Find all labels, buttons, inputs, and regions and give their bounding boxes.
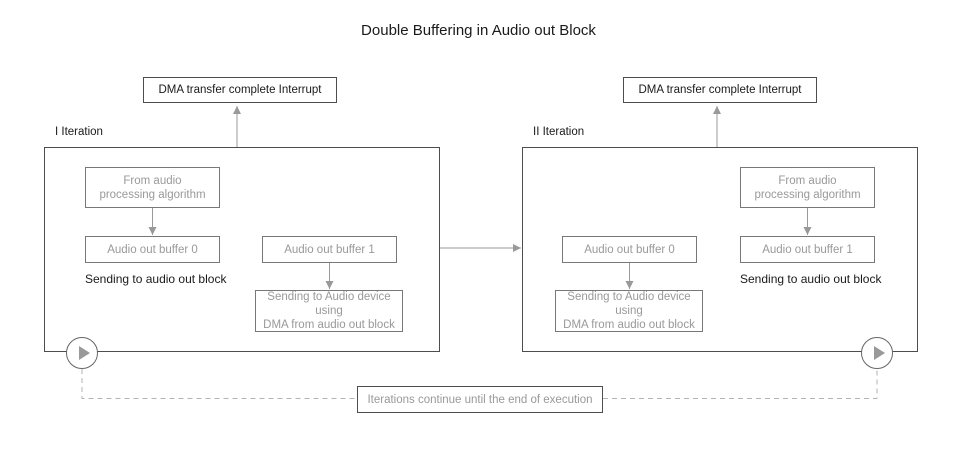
dashed-connector-right	[603, 369, 878, 399]
from-audio-line2-left: processing algorithm	[99, 188, 206, 201]
iteration-box-right	[522, 147, 918, 352]
audio-buffer1-box-left: Audio out buffer 1	[262, 236, 397, 263]
dma-interrupt-box-left: DMA transfer complete Interrupt	[143, 77, 337, 103]
from-audio-line2-right: processing algorithm	[754, 188, 861, 201]
dma-sending-box-left: Sending to Audio device using DMA from a…	[255, 290, 403, 332]
audio-buffer1-box-right: Audio out buffer 1	[740, 236, 875, 263]
from-audio-box-left: From audio processing algorithm	[85, 167, 220, 208]
dma-sending-line1-right: Sending to Audio device using	[567, 291, 691, 317]
audio-buffer0-label-left: Audio out buffer 0	[107, 243, 198, 256]
dma-sending-line2-left: DMA from audio out block	[263, 319, 395, 331]
from-audio-box-right: From audio processing algorithm	[740, 167, 875, 208]
dma-interrupt-box-right: DMA transfer complete Interrupt	[623, 77, 817, 103]
dma-sending-line1-left: Sending to Audio device using	[267, 291, 391, 317]
dma-interrupt-label-right: DMA transfer complete Interrupt	[638, 84, 802, 96]
play-icon	[874, 346, 885, 360]
footer-label: Iterations continue until the end of exe…	[367, 393, 593, 406]
play-circle-left	[66, 337, 98, 369]
diagram-title: Double Buffering in Audio out Block	[361, 22, 596, 39]
dashed-connector-left	[81, 369, 357, 399]
audio-buffer0-box-right: Audio out buffer 0	[562, 236, 697, 263]
iteration-box-left	[44, 147, 440, 352]
play-icon	[79, 346, 90, 360]
play-circle-right	[861, 337, 893, 369]
audio-buffer0-label-right: Audio out buffer 0	[584, 243, 675, 256]
from-audio-line1-right: From audio	[778, 174, 837, 187]
dma-interrupt-label-left: DMA transfer complete Interrupt	[158, 84, 322, 96]
footer-box: Iterations continue until the end of exe…	[357, 386, 603, 413]
audio-buffer1-label-left: Audio out buffer 1	[284, 243, 375, 256]
iteration-label-left: I Iteration	[55, 126, 103, 138]
audio-buffer1-label-right: Audio out buffer 1	[762, 243, 853, 256]
sending-note-right: Sending to audio out block	[740, 272, 882, 286]
dma-sending-line2-right: DMA from audio out block	[563, 319, 695, 331]
from-audio-line1-left: From audio	[123, 174, 182, 187]
sending-note-left: Sending to audio out block	[85, 272, 227, 286]
audio-buffer0-box-left: Audio out buffer 0	[85, 236, 220, 263]
dma-sending-box-right: Sending to Audio device using DMA from a…	[555, 290, 703, 332]
iteration-label-right: II Iteration	[533, 126, 585, 138]
